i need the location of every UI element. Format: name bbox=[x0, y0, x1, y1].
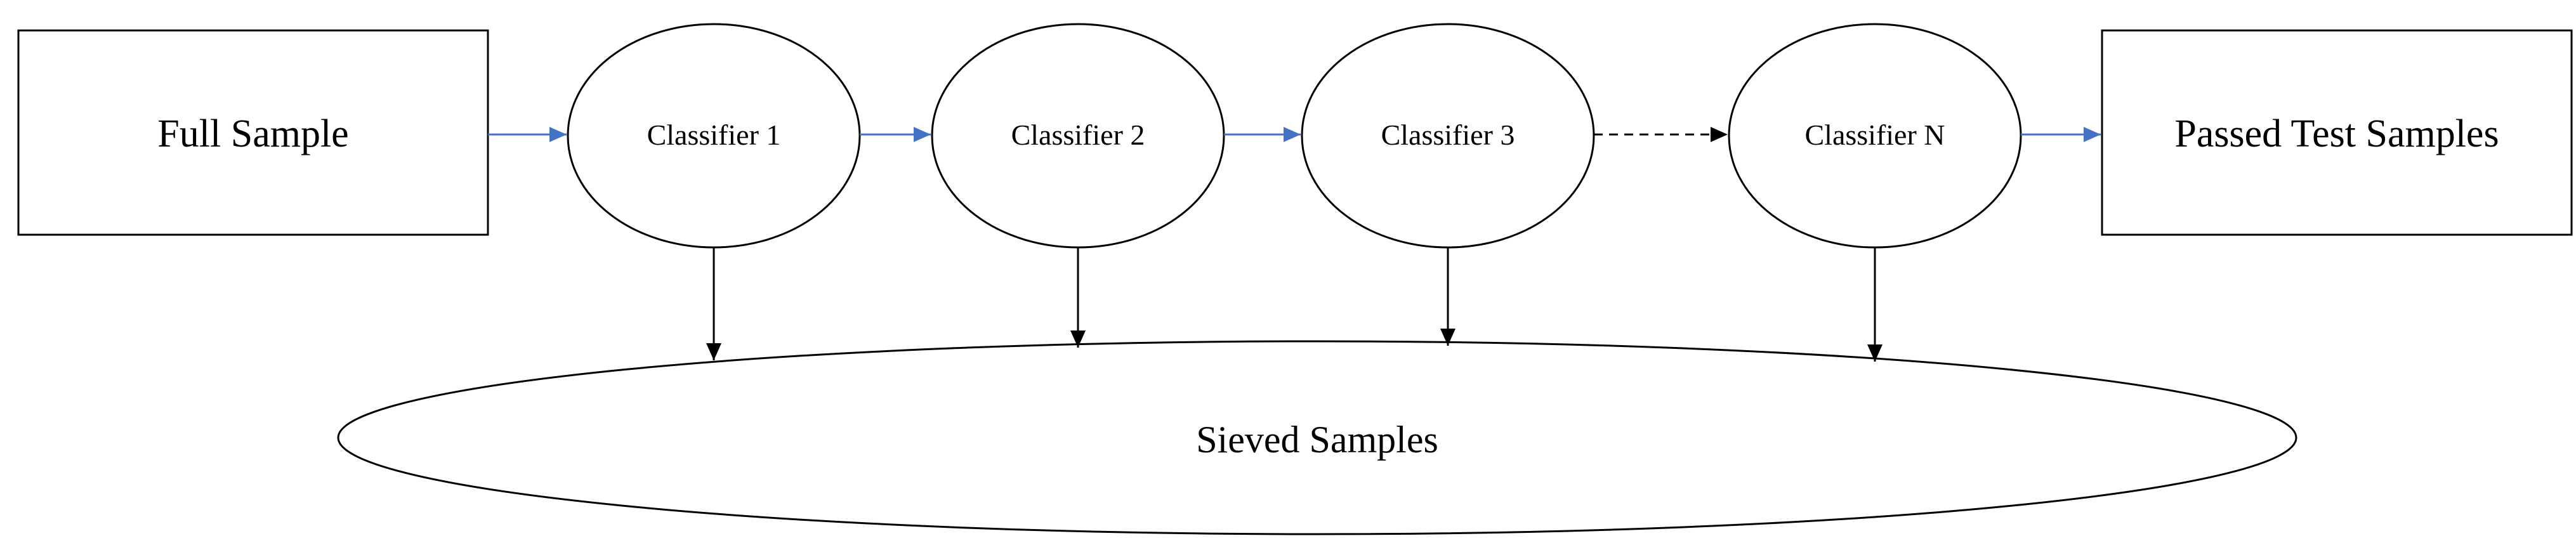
classifier-n-label: Classifier N bbox=[1804, 119, 1945, 151]
full-sample-label: Full Sample bbox=[157, 112, 348, 155]
classifier-2-label: Classifier 2 bbox=[1011, 119, 1145, 151]
passed-test-samples-box bbox=[2101, 29, 2573, 236]
classifier-n-node: Classifier N bbox=[1728, 23, 2022, 249]
classifier-1-node: Classifier 1 bbox=[567, 23, 861, 249]
sieved-samples-node: Sieved Samples bbox=[337, 340, 2297, 535]
passed-test-samples-node: Passed Test Samples bbox=[2101, 29, 2573, 236]
full-sample-box bbox=[17, 29, 489, 236]
sieved-samples-ellipse bbox=[337, 340, 2297, 535]
classifier-1-label: Classifier 1 bbox=[647, 119, 781, 151]
full-sample-node: Full Sample bbox=[17, 29, 489, 236]
passed-test-samples-label: Passed Test Samples bbox=[2174, 112, 2499, 155]
classifier-3-node: Classifier 3 bbox=[1301, 23, 1595, 249]
classifier-3-label: Classifier 3 bbox=[1381, 119, 1515, 151]
classifier-2-node: Classifier 2 bbox=[931, 23, 1225, 249]
sieved-samples-label: Sieved Samples bbox=[1196, 419, 1438, 461]
